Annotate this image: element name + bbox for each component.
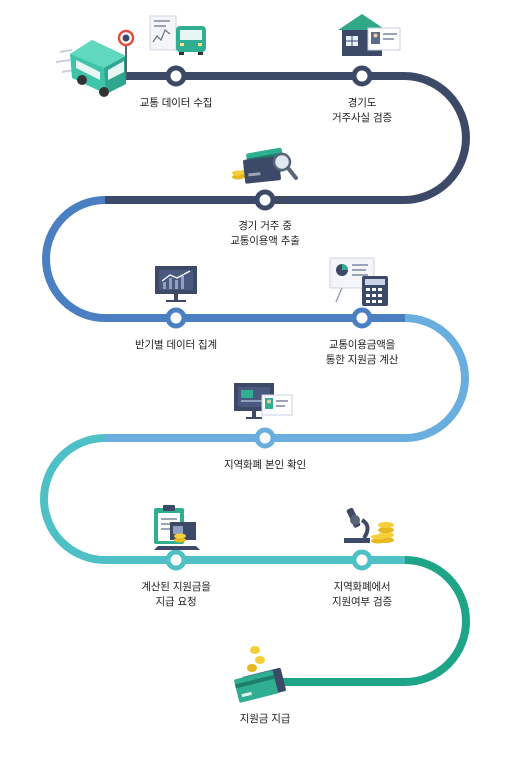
step-label-4: 반기별 데이터 집계 bbox=[96, 338, 256, 353]
bus-icon bbox=[55, 40, 126, 97]
step-label-1-line-1: 교통 데이터 수집 bbox=[139, 97, 213, 109]
microscope-coins-icon bbox=[344, 507, 394, 544]
path-segment-blue bbox=[42, 196, 405, 322]
step-label-6: 지역화폐 본인 확인 bbox=[185, 458, 345, 473]
transit-data-icon bbox=[149, 15, 206, 55]
step-label-3-line-2: 교통이용액 추출 bbox=[230, 235, 300, 247]
step-node-3 bbox=[254, 189, 276, 211]
step-node-1 bbox=[165, 65, 187, 87]
path-segment-lightblue bbox=[105, 314, 469, 442]
step-label-9-line-1: 지원금 지급 bbox=[239, 713, 291, 725]
calculator-report-icon bbox=[329, 257, 388, 306]
step-label-2: 경기도 거주사실 검증 bbox=[282, 96, 442, 126]
step-label-7-line-2: 지급 요청 bbox=[155, 596, 197, 608]
step-node-6 bbox=[254, 427, 276, 449]
step-label-8-line-1: 지역화폐에서 bbox=[333, 581, 391, 593]
card-search-icon bbox=[232, 147, 298, 184]
house-id-icon bbox=[338, 14, 401, 56]
step-label-2-line-1: 경기도 bbox=[347, 97, 377, 109]
step-label-3: 경기 거주 중 교통이용액 추출 bbox=[185, 219, 345, 249]
step-label-8: 지역화폐에서 지원여부 검증 bbox=[282, 580, 442, 610]
path-segment-green bbox=[280, 556, 470, 686]
step-label-7-line-1: 계산된 지원금을 bbox=[141, 581, 211, 593]
step-node-4 bbox=[165, 307, 187, 329]
path-segment-teal bbox=[40, 434, 405, 564]
step-label-4-line-1: 반기별 데이터 집계 bbox=[135, 339, 217, 351]
step-label-3-line-1: 경기 거주 중 bbox=[238, 220, 292, 232]
no-entry-sign-icon bbox=[117, 29, 135, 78]
step-label-6-line-1: 지역화폐 본인 확인 bbox=[224, 459, 306, 471]
monitor-chart-icon bbox=[155, 266, 197, 302]
monitor-id-icon bbox=[234, 383, 293, 419]
step-label-5: 교통이용금액을 통한 지원금 계산 bbox=[282, 338, 442, 368]
step-node-7 bbox=[165, 549, 187, 571]
step-node-8 bbox=[351, 549, 373, 571]
step-node-2 bbox=[351, 65, 373, 87]
step-label-7: 계산된 지원금을 지급 요청 bbox=[96, 580, 256, 610]
path-segment-navy bbox=[105, 72, 470, 204]
step-node-5 bbox=[351, 307, 373, 329]
step-label-5-line-2: 통한 지원금 계산 bbox=[325, 354, 399, 366]
card-payment-icon bbox=[234, 646, 286, 703]
step-label-9: 지원금 지급 bbox=[185, 712, 345, 727]
clipboard-coins-icon bbox=[154, 505, 200, 550]
step-label-8-line-2: 지원여부 검증 bbox=[332, 596, 392, 608]
step-label-1: 교통 데이터 수집 bbox=[96, 96, 256, 111]
step-label-2-line-2: 거주사실 검증 bbox=[332, 112, 392, 124]
step-label-5-line-1: 교통이용금액을 bbox=[328, 339, 396, 351]
